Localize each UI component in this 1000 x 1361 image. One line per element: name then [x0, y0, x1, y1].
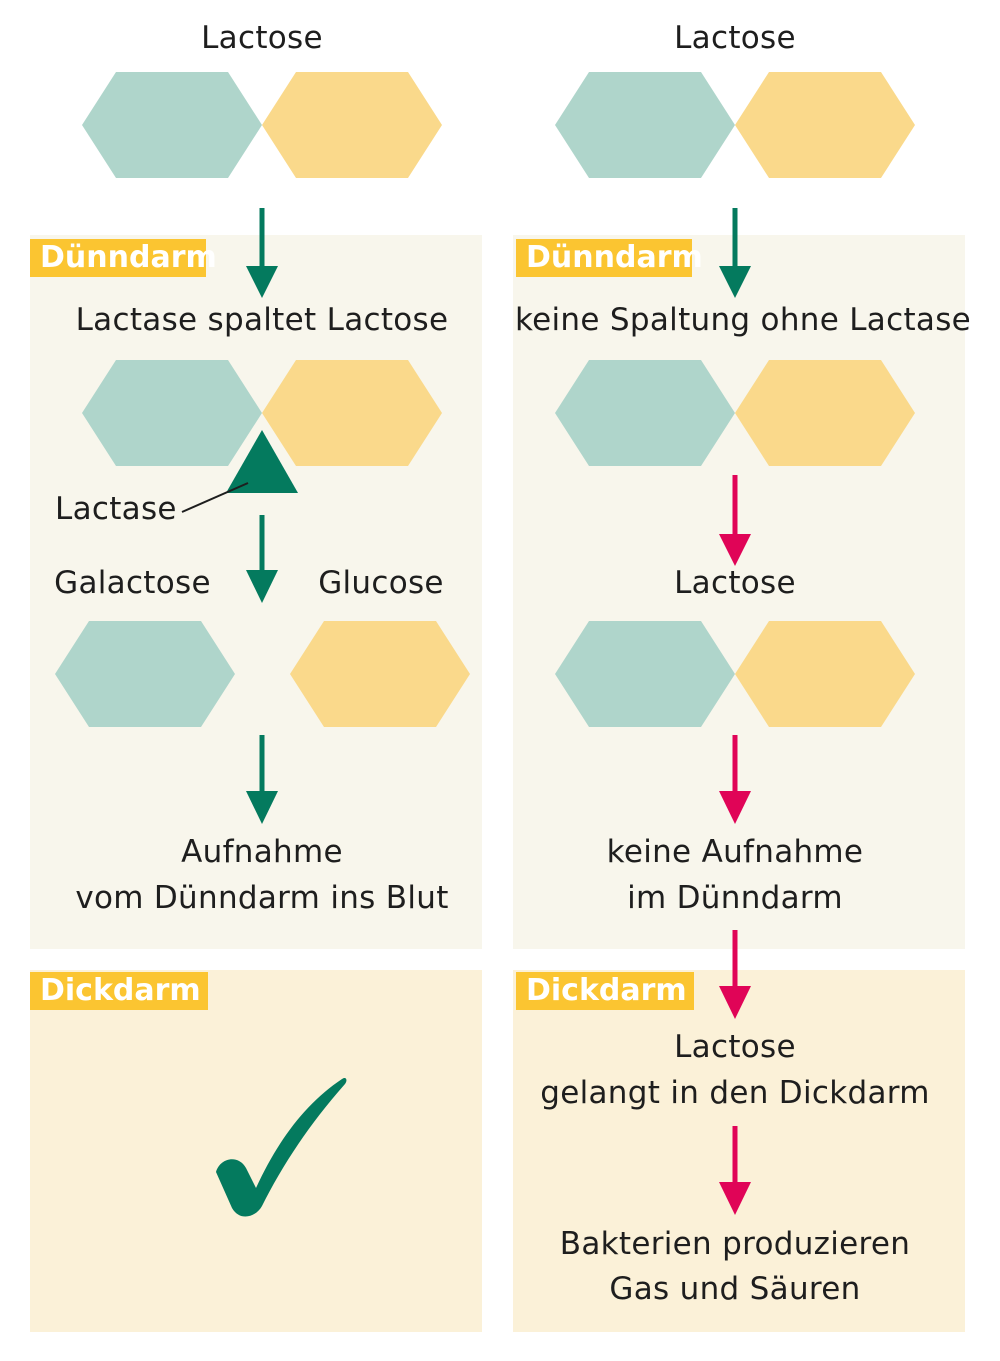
colon-line2: gelangt in den Dickdarm	[540, 1075, 930, 1111]
right-top-glucose-hex	[735, 72, 915, 178]
nouptake-line1: keine Aufnahme	[606, 834, 864, 870]
lactase-enzyme-triangle	[226, 430, 298, 493]
left-split-text: Lactase spaltet Lactose	[75, 302, 449, 338]
right-dickdarm-tag: Dickdarm	[516, 972, 694, 1010]
colon-line1: Lactose	[674, 1029, 796, 1065]
nouptake-line2: im Dünndarm	[627, 880, 843, 916]
glucose-label: Glucose	[318, 565, 444, 601]
right-mid-lactose-label: Lactose	[674, 565, 796, 601]
green-arrow-right	[719, 208, 751, 298]
left-top-lactose-label: Lactose	[201, 20, 323, 56]
left-galactose-hex	[55, 621, 235, 727]
left-large-intestine-panel	[30, 970, 482, 1332]
red-arrow-1	[719, 475, 751, 566]
green-arrow-1	[246, 208, 278, 298]
left-glucose-hex	[290, 621, 470, 727]
red-arrow-3	[719, 930, 751, 1019]
bacteria-line2: Gas und Säuren	[609, 1271, 861, 1307]
right-mid-glucose-hex	[735, 360, 915, 466]
green-arrow-2	[246, 515, 278, 603]
right-top-galactose-hex	[555, 72, 735, 178]
left-small-intestine-panel	[30, 235, 482, 949]
right-duenndarm-tag: Dünndarm	[516, 239, 703, 277]
right-top-lactose-label: Lactose	[674, 20, 796, 56]
left-dickdarm-tag: Dickdarm	[30, 972, 208, 1010]
lactase-label: Lactase	[55, 491, 177, 527]
uptake-line2: vom Dünndarm ins Blut	[75, 880, 449, 916]
right-large-intestine-panel	[513, 970, 965, 1332]
right-nosplit-text: keine Spaltung ohne Lactase	[515, 302, 972, 338]
red-arrow-4	[719, 1126, 751, 1215]
right-small-intestine-panel	[513, 235, 965, 949]
left-mid-galactose-hex	[82, 360, 262, 466]
uptake-line1: Aufnahme	[181, 834, 343, 870]
checkmark-icon	[216, 1077, 347, 1217]
right-low-galactose-hex	[555, 621, 735, 727]
right-low-glucose-hex	[735, 621, 915, 727]
left-mid-glucose-hex	[262, 360, 442, 466]
red-arrow-2	[719, 735, 751, 824]
left-duenndarm-tag: Dünndarm	[30, 239, 217, 277]
right-mid-galactose-hex	[555, 360, 735, 466]
left-top-glucose-hex	[262, 72, 442, 178]
green-arrow-3	[246, 735, 278, 824]
lactase-pointer-line	[181, 482, 249, 513]
galactose-label: Galactose	[54, 565, 211, 601]
bacteria-line1: Bakterien produzieren	[559, 1226, 911, 1262]
left-top-galactose-hex	[82, 72, 262, 178]
